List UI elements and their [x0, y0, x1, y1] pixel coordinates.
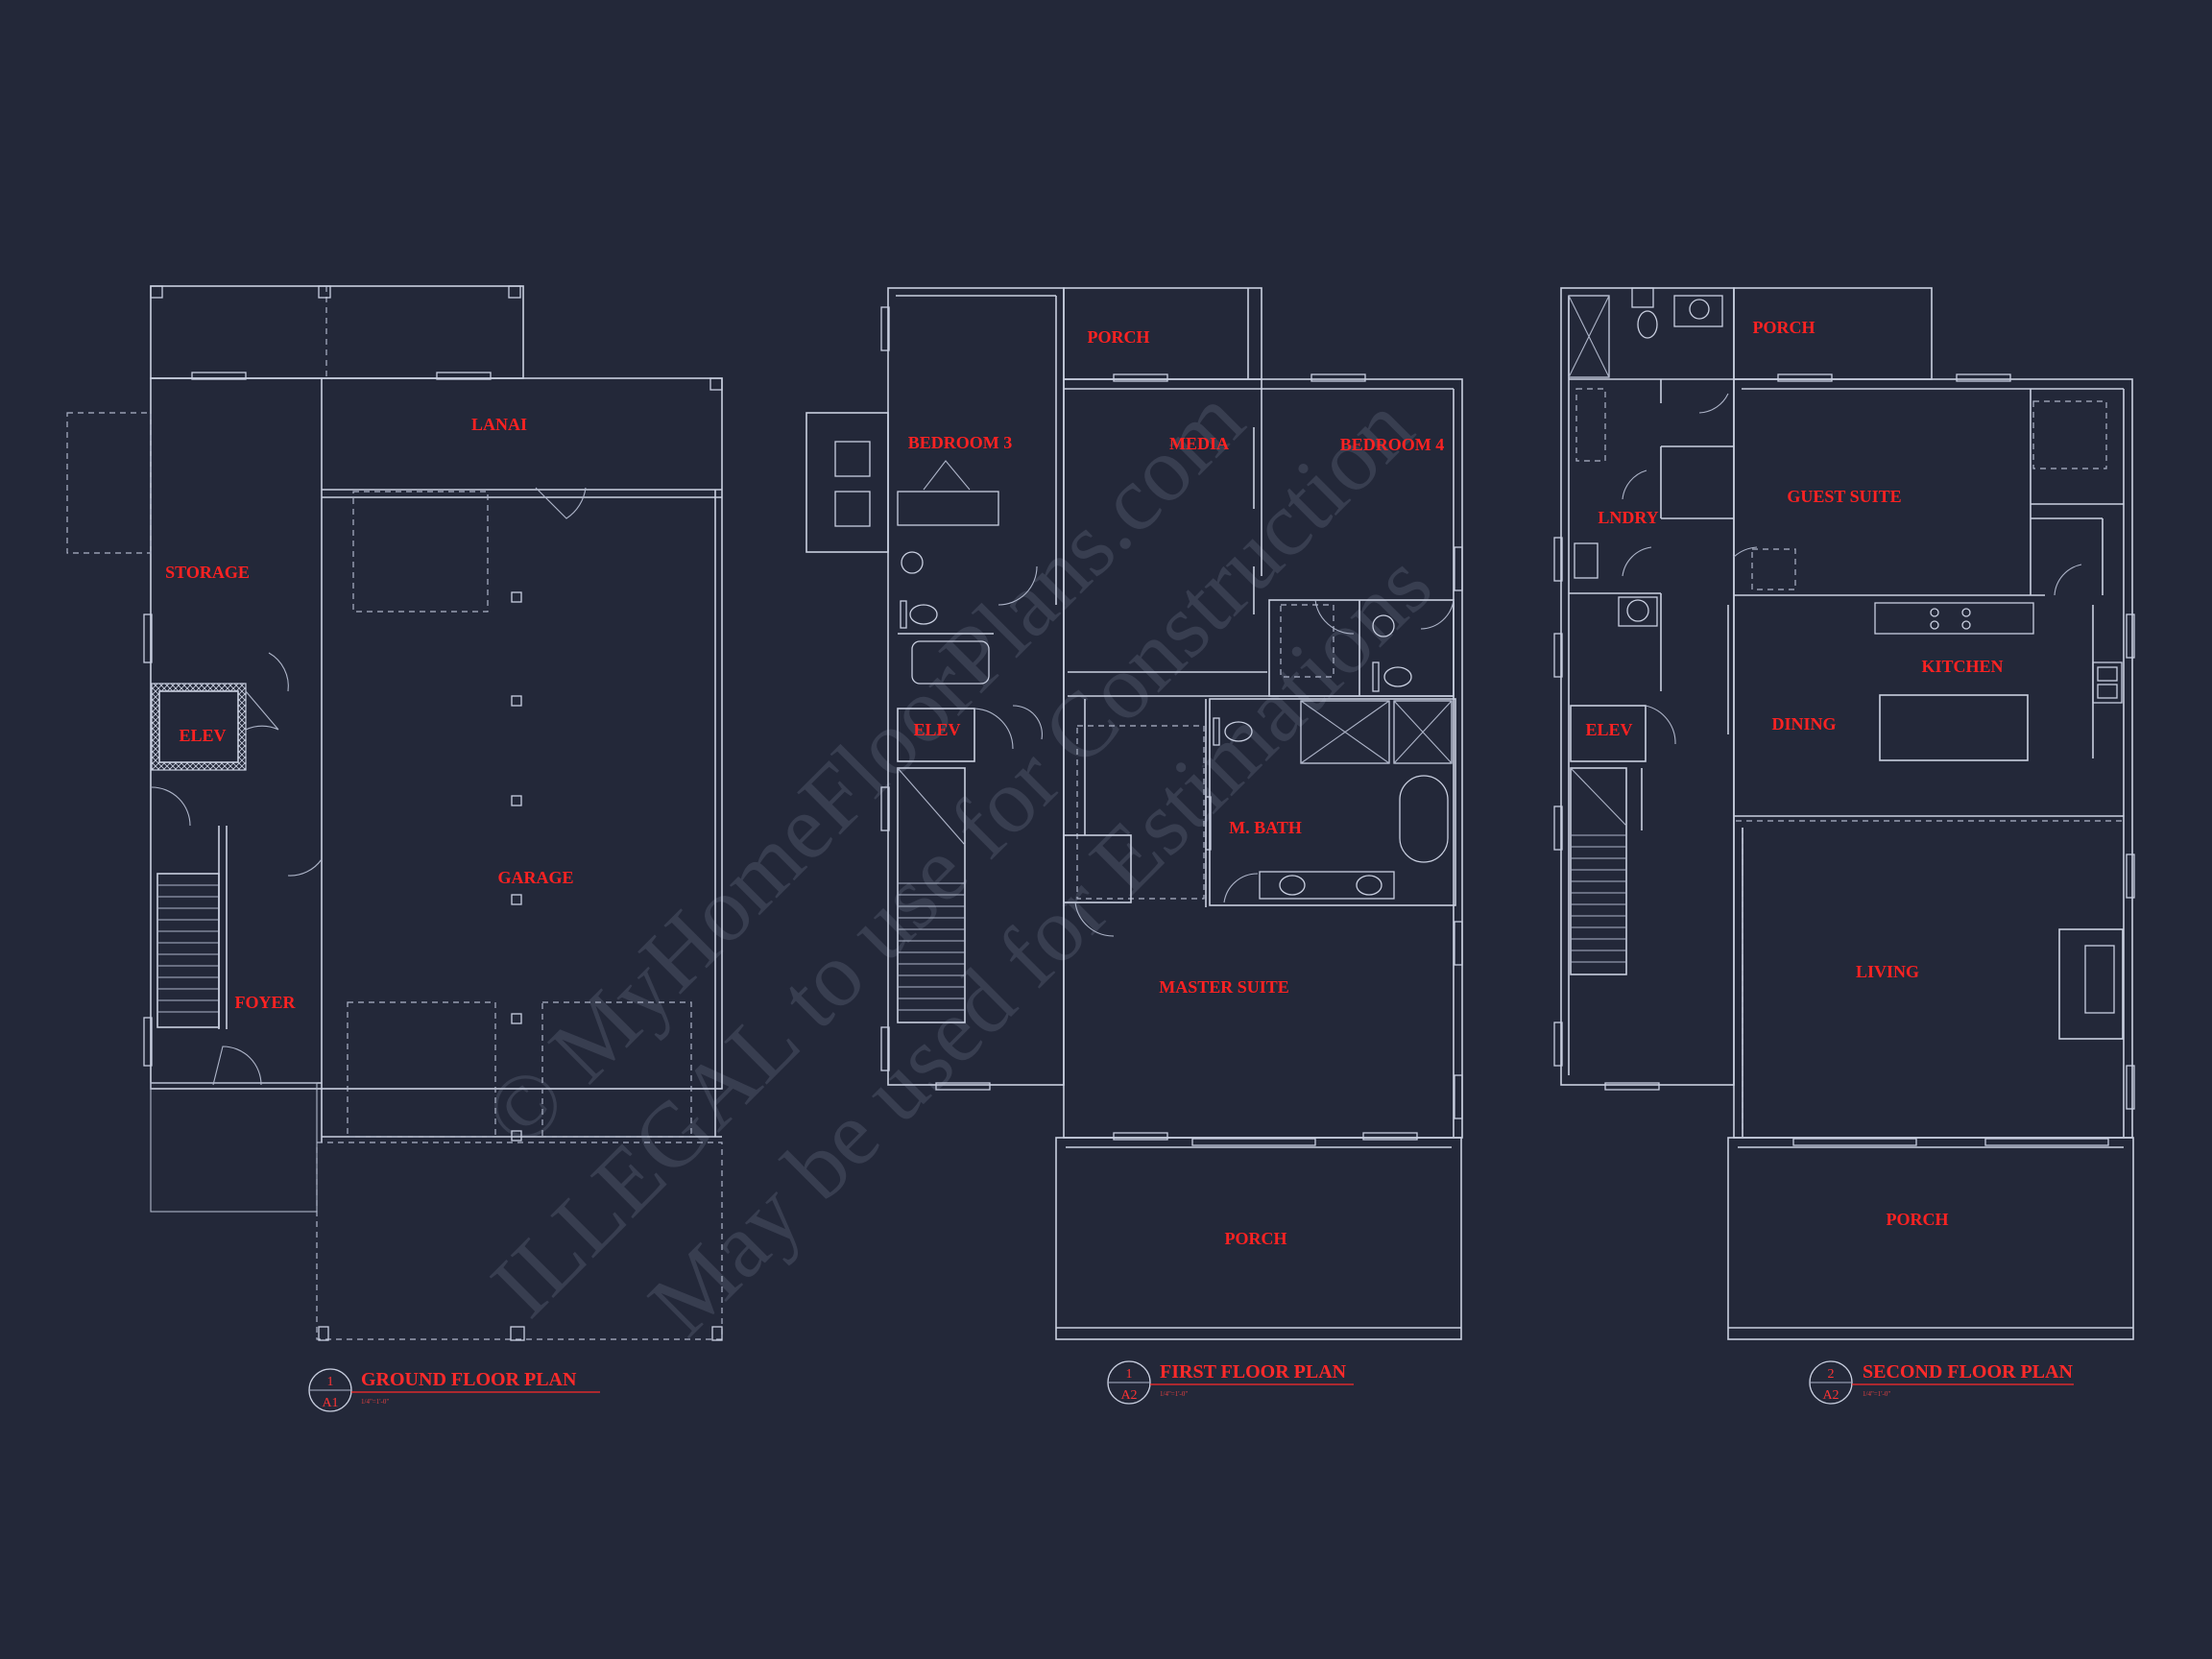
room-label-porch-bottom: PORCH — [1225, 1229, 1287, 1248]
room-label-laundry: LNDRY — [1598, 508, 1658, 527]
plan-scale: 1/4"=1'-0" — [1863, 1390, 1890, 1398]
room-label-porch-bottom: PORCH — [1887, 1210, 1949, 1229]
room-label-bedroom-4: BEDROOM 4 — [1340, 435, 1445, 454]
watermark: © MyHomeFloorPlans.com ILLEGAL to use fo… — [464, 368, 1451, 1355]
room-label-living: LIVING — [1856, 962, 1919, 981]
plan-scale: 1/4"=1'-0" — [361, 1398, 389, 1406]
ground-floor-plan: LANAI STORAGE ELEV GARAGE FOYER 1 A1 GRO… — [66, 285, 723, 1412]
plan-scale: 1/4"=1'-0" — [1160, 1390, 1188, 1398]
room-label-garage: GARAGE — [497, 868, 573, 887]
room-label-guest-suite: GUEST SUITE — [1787, 487, 1901, 506]
room-label-elev: ELEV — [179, 726, 226, 745]
title-block-first: 1 A2 FIRST FLOOR PLAN 1/4"=1'-0" — [1107, 1360, 1354, 1405]
room-label-porch-top: PORCH — [1088, 327, 1150, 347]
detail-number: 1 — [1126, 1367, 1133, 1382]
room-label-kitchen: KITCHEN — [1921, 657, 2003, 676]
title-block-ground: 1 A1 GROUND FLOOR PLAN 1/4"=1'-0" — [308, 1368, 600, 1412]
sheet-number: A2 — [1120, 1388, 1137, 1403]
room-label-elev: ELEV — [913, 720, 960, 739]
room-label-media: MEDIA — [1169, 434, 1229, 453]
second-floor-plan: PORCH GUEST SUITE LNDRY KITCHEN DINING E… — [1553, 287, 2135, 1405]
room-label-master-suite: MASTER SUITE — [1159, 977, 1289, 997]
sheet-number: A1 — [322, 1396, 338, 1410]
room-label-porch-top: PORCH — [1753, 318, 1815, 337]
title-block-second: 2 A2 SECOND FLOOR PLAN 1/4"=1'-0" — [1809, 1360, 2074, 1405]
room-label-storage: STORAGE — [165, 563, 250, 582]
room-label-lanai: LANAI — [471, 415, 527, 434]
detail-number: 2 — [1828, 1367, 1835, 1382]
detail-number: 1 — [327, 1375, 334, 1389]
plan-title: FIRST FLOOR PLAN — [1160, 1361, 1347, 1382]
sheet-number: A2 — [1822, 1388, 1839, 1403]
room-label-master-bath: M. BATH — [1229, 818, 1302, 837]
room-label-foyer: FOYER — [235, 993, 297, 1012]
room-label-elev: ELEV — [1585, 720, 1632, 739]
first-floor-plan: PORCH BEDROOM 3 MEDIA BEDROOM 4 ELEV M. … — [805, 287, 1463, 1405]
watermark-line-2: ILLEGAL to use for Construction — [471, 375, 1432, 1336]
plan-title: SECOND FLOOR PLAN — [1863, 1361, 2073, 1382]
room-label-dining: DINING — [1771, 714, 1836, 733]
plan-title: GROUND FLOOR PLAN — [361, 1369, 577, 1390]
room-label-bedroom-3: BEDROOM 3 — [908, 433, 1013, 452]
